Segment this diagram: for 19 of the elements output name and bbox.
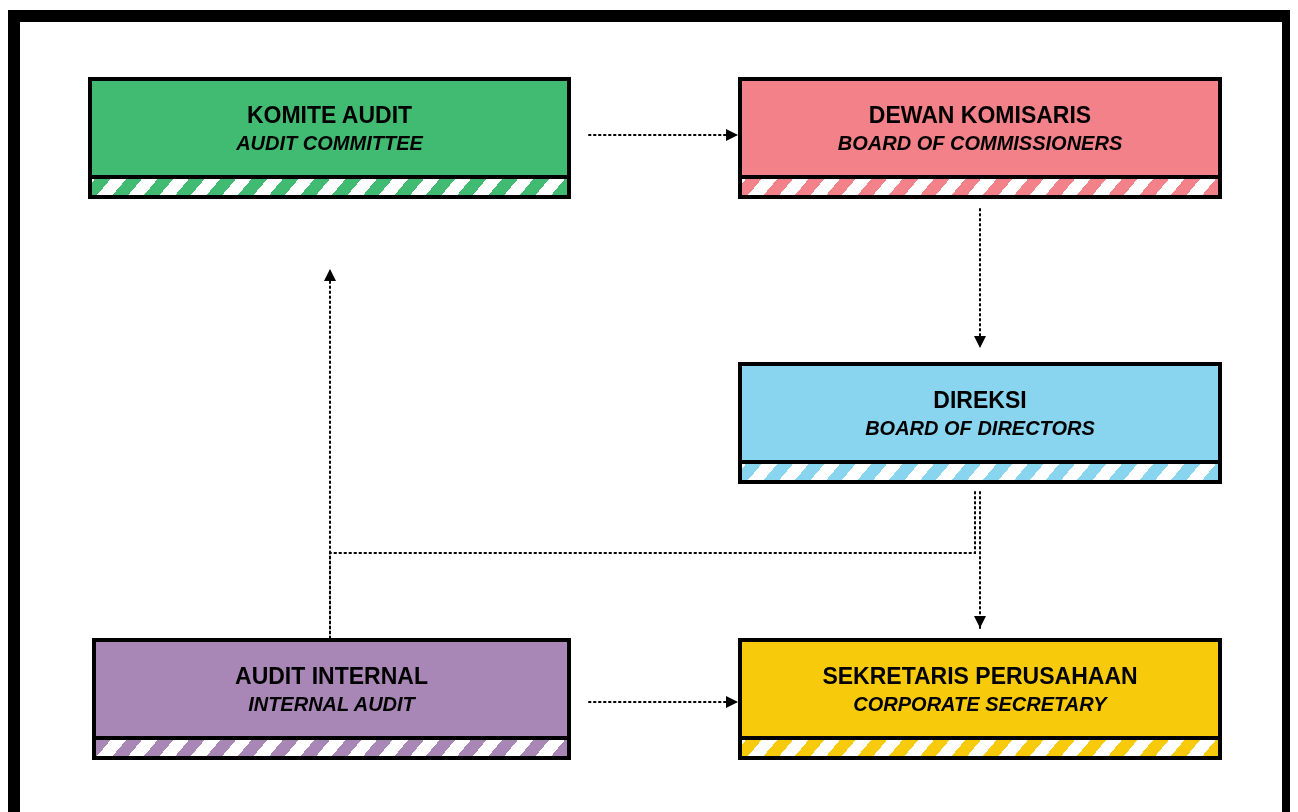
box-subtitle: BOARD OF COMMISSIONERS bbox=[837, 131, 1123, 156]
box-title: DIREKSI bbox=[933, 386, 1027, 415]
org-box bbox=[738, 638, 1222, 760]
org-box bbox=[92, 638, 571, 760]
box-title: DEWAN KOMISARIS bbox=[868, 101, 1092, 130]
connector-arrow bbox=[588, 129, 739, 141]
connector-arrow bbox=[974, 208, 986, 349]
box-subtitle: BOARD OF DIRECTORS bbox=[865, 416, 1095, 441]
box-subtitle: INTERNAL AUDIT bbox=[248, 692, 415, 717]
box-title: AUDIT INTERNAL bbox=[235, 662, 428, 691]
box-subtitle: CORPORATE SECRETARY bbox=[853, 692, 1107, 717]
box-subtitle: AUDIT COMMITTEE bbox=[236, 131, 423, 156]
connector-arrow bbox=[588, 696, 739, 708]
connector-arrow bbox=[974, 491, 986, 629]
org-box bbox=[738, 362, 1222, 484]
box-title: KOMITE AUDIT bbox=[246, 101, 413, 130]
org-box bbox=[88, 77, 571, 199]
org-box bbox=[738, 77, 1222, 199]
box-title: SEKRETARIS PERUSAHAAN bbox=[822, 662, 1138, 691]
